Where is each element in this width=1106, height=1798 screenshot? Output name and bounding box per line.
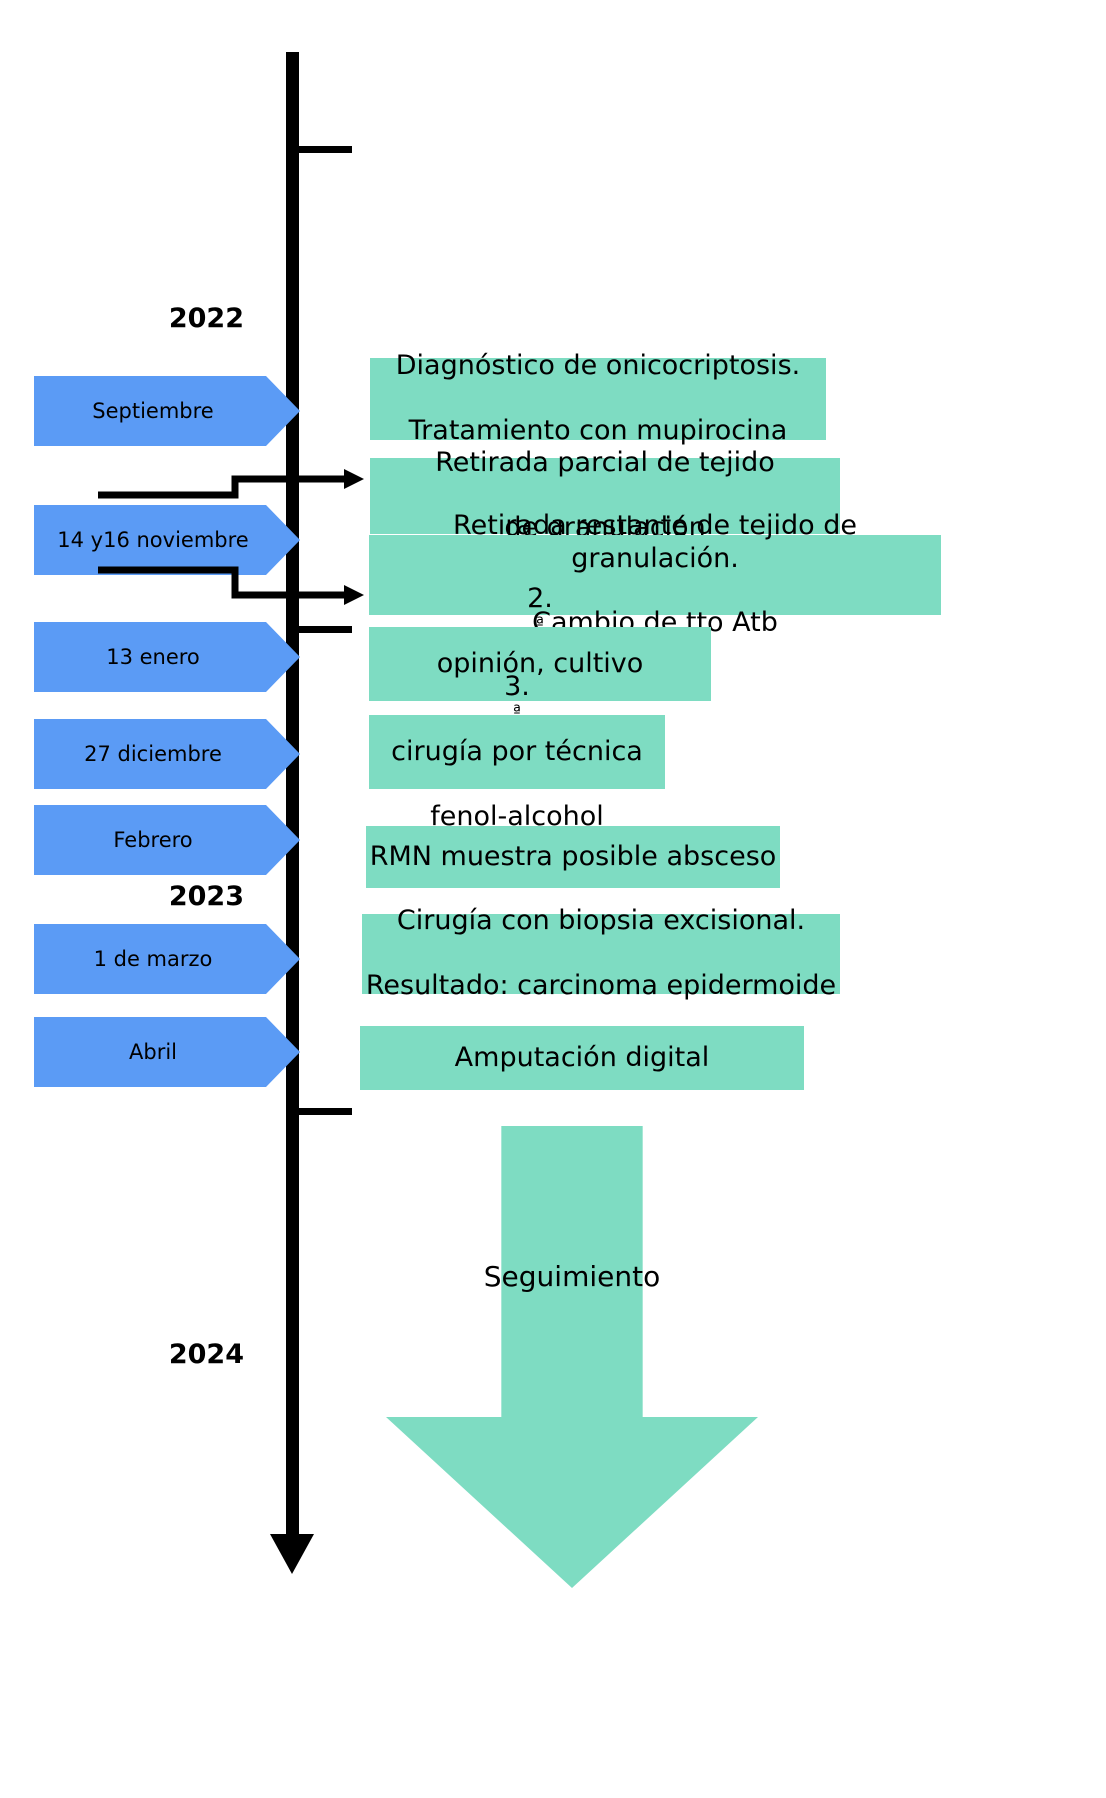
event-box-tercera-cirugia[interactable]: 3.ª cirugía por técnica fenol-alcohol [369, 671, 665, 832]
event-line-2: Resultado: carcinoma epidermoide [365, 970, 837, 1002]
year-label-2022: 2022 [168, 303, 244, 334]
event-box-retirada-parcial[interactable]: Retirada parcial de tejido de granulació… [370, 447, 840, 543]
timeline-axis [286, 52, 299, 1544]
date-chevron-diciembre[interactable]: 27 diciembre [34, 719, 300, 789]
date-chevron-febrero[interactable]: Febrero [34, 805, 300, 875]
date-chevron-label: 14 y16 noviembre [57, 527, 249, 552]
date-chevron-label: Febrero [113, 827, 193, 852]
event-ordinal-suffix: ª [536, 613, 544, 634]
event-box-diagnostico[interactable]: Diagnóstico de onicocriptosis. Tratamien… [370, 350, 826, 446]
date-chevron-label: Septiembre [92, 398, 214, 423]
timeline-axis-arrowhead [270, 1534, 314, 1574]
connector-noviembre-upper [96, 462, 376, 502]
event-ordinal: 3. [504, 671, 530, 703]
event-ordinal: 2. [527, 583, 553, 615]
event-line-1: Cirugía con biopsia excisional. [396, 905, 806, 937]
event-line-2: Tratamiento con mupirocina [408, 415, 788, 447]
event-line-1: Retirada parcial de tejido [435, 447, 775, 479]
followup-label: Seguimiento [483, 1260, 661, 1293]
event-line-1-rest: cirugía por técnica [391, 735, 643, 767]
event-line-1-rest: opinión, cultivo [436, 647, 644, 679]
event-box-amputacion[interactable]: Amputación digital [360, 1026, 804, 1090]
event-box-rmn[interactable]: RMN muestra posible absceso [366, 826, 780, 888]
date-chevron-marzo[interactable]: 1 de marzo [34, 924, 300, 994]
date-chevron-label: 13 enero [106, 644, 200, 669]
event-box-text: RMN muestra posible absceso [369, 840, 777, 872]
date-chevron-noviembre[interactable]: 14 y16 noviembre [34, 505, 300, 575]
axis-tick-bottom [286, 1108, 352, 1115]
axis-tick-top [286, 146, 352, 153]
event-line-1: Diagnóstico de onicocriptosis. [395, 350, 801, 382]
event-box-text: Amputación digital [454, 1041, 710, 1073]
date-chevron-label: 1 de marzo [93, 946, 213, 971]
year-label-2024: 2024 [168, 1339, 244, 1370]
event-box-segunda-opinion[interactable]: 2.ª opinión, cultivo negativo [369, 583, 711, 744]
event-box-text: Cirugía con biopsia excisional. Resultad… [362, 905, 840, 1002]
date-chevron-septiembre[interactable]: Septiembre [34, 376, 300, 446]
date-chevron-abril[interactable]: Abril [34, 1017, 300, 1087]
date-chevron-label: Abril [129, 1039, 177, 1064]
event-ordinal-suffix: ª [513, 701, 521, 722]
axis-tick-enero [286, 626, 352, 633]
date-chevron-enero[interactable]: 13 enero [34, 622, 300, 692]
event-box-text: 3.ª cirugía por técnica fenol-alcohol [369, 671, 665, 833]
date-chevron-label: 27 diciembre [84, 741, 222, 766]
event-box-cirugia-biopsia[interactable]: Cirugía con biopsia excisional. Resultad… [362, 905, 840, 1001]
followup-down-arrow-icon [386, 1126, 758, 1588]
event-box-text: Diagnóstico de onicocriptosis. Tratamien… [370, 350, 826, 447]
event-line-1: Retirada restante de tejido de granulaci… [453, 510, 857, 574]
connector-upper-arrow-icon [98, 469, 364, 499]
year-label-2023: 2023 [168, 881, 244, 912]
